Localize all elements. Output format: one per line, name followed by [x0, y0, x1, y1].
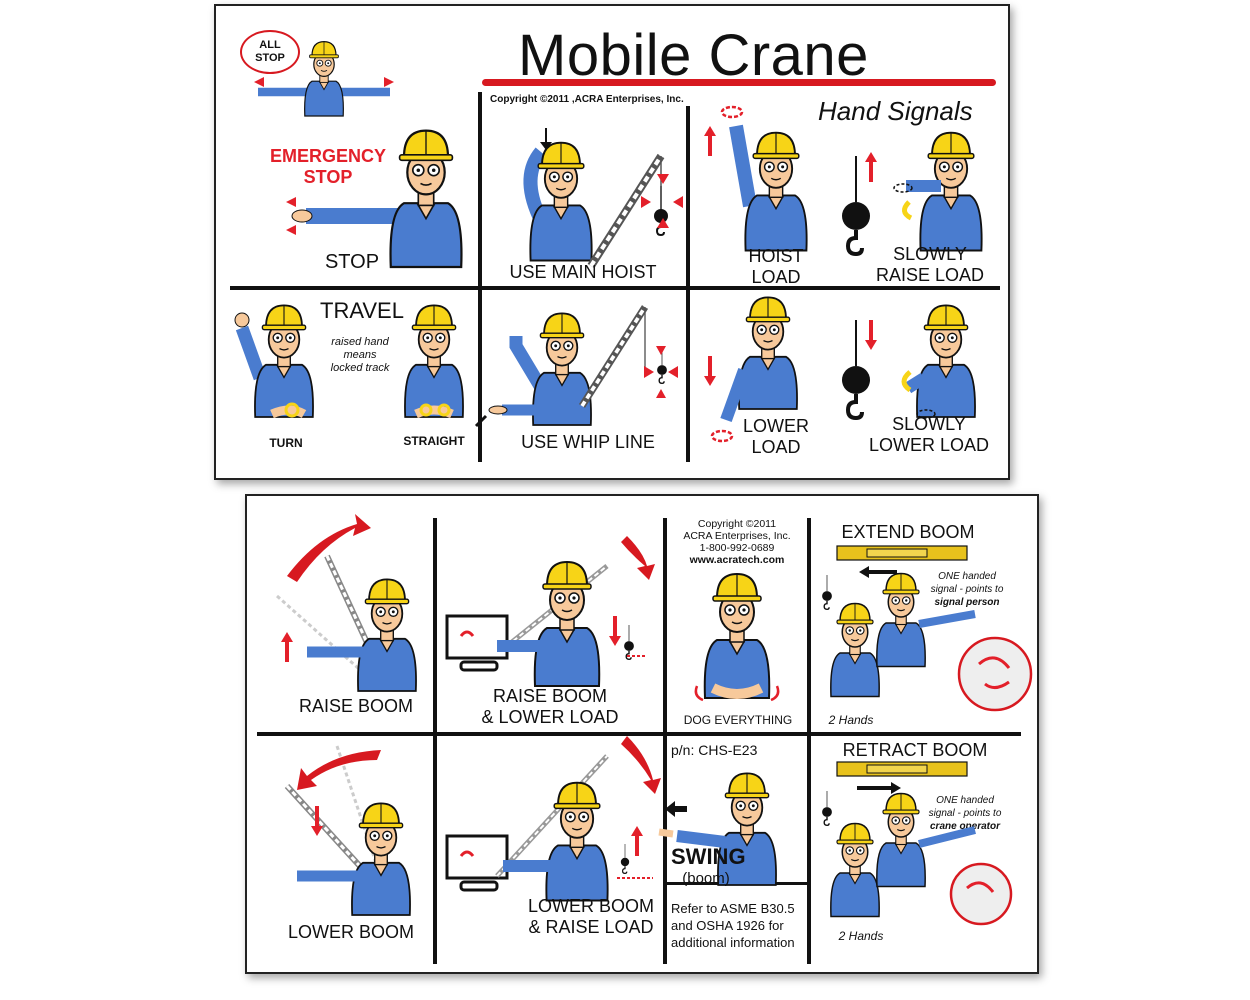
divider-vertical-b1: [433, 518, 437, 964]
lower-boom-raise-load-worker-icon: [495, 736, 661, 902]
telescopic-boom-icon: [821, 545, 968, 610]
travel-label: TRAVEL: [320, 298, 404, 323]
slowly-lower-load-worker-icon: [901, 304, 976, 419]
stop-label: STOP: [324, 251, 380, 273]
lower-load-worker-icon: [704, 296, 798, 443]
divider-vertical-b2: [663, 518, 667, 964]
divider-vertical-b3: [807, 518, 811, 964]
title-underline: [482, 79, 996, 86]
hoist-load-worker-icon: [704, 105, 808, 252]
slowly-raise-load-worker-icon: [893, 131, 983, 252]
emergency-stop-worker-icon: [254, 40, 394, 117]
lower-boom-icon: [284, 745, 411, 916]
lower-boom-label: LOWER BOOM: [287, 922, 414, 942]
turn-label: TURN: [269, 436, 303, 450]
stop-worker-icon: [286, 129, 463, 269]
lower-load-hook-icon: [840, 318, 877, 420]
whip-line-worker-icon: [474, 326, 678, 428]
top-card: Mobile Crane Hand Signals Copyright ©201…: [214, 4, 1010, 480]
raise-boom-label: RAISE BOOM: [298, 696, 414, 716]
extend-boom-label: EXTEND BOOM: [841, 522, 975, 542]
hoist-load-hook-icon: [840, 152, 877, 256]
travel-turn-worker-icon: [234, 304, 314, 419]
divider-vertical-2: [686, 106, 690, 462]
use-whip-line-label: USE WHIP LINE: [521, 432, 655, 452]
copyright-text: Copyright ©2011 ,ACRA Enterprises, Inc.: [490, 94, 684, 105]
monitor-icon-2: [445, 834, 509, 892]
raise-boom-lower-load-worker-icon: [497, 536, 655, 687]
raise-boom-lower-load-label: RAISE BOOM& LOWER LOAD: [481, 686, 619, 727]
divider-horizontal-bottom: [257, 732, 1021, 736]
monitor-icon: [445, 614, 509, 672]
divider-horizontal: [230, 286, 1000, 290]
dog-everything-worker-icon: [694, 573, 780, 702]
retract-two-hands-label: 2 Hands: [838, 929, 884, 943]
swing-worker-icon: [658, 772, 777, 886]
swing-label: SWING: [671, 844, 746, 869]
travel-straight-worker-icon: [404, 304, 464, 419]
bottom-card: RAISE BOOM RAISE BOOM& LOWER LOAD Copyri…: [245, 494, 1039, 974]
part-number: p/n: CHS-E23: [671, 742, 758, 758]
retract-boom-worker-icon: [830, 792, 1013, 926]
page-title: Mobile Crane: [518, 23, 869, 88]
lower-boom-raise-load-label: LOWER BOOM& RAISE LOAD: [527, 896, 654, 937]
use-main-hoist-label: USE MAIN HOIST: [509, 262, 657, 282]
retract-boom-label: RETRACT BOOM: [842, 740, 988, 760]
dog-everything-label: DOG EVERYTHING: [683, 713, 793, 727]
page-subtitle: Hand Signals: [818, 96, 973, 126]
extend-boom-worker-icon: [830, 572, 1033, 712]
copyright-block: Copyright ©2011 ACRA Enterprises, Inc. 1…: [683, 518, 791, 566]
divider-vertical-1: [478, 92, 482, 462]
extend-two-hands-label: 2 Hands: [828, 713, 874, 727]
telescopic-boom-icon-2: [821, 761, 968, 826]
raise-boom-icon: [276, 514, 417, 692]
swing-sub-label: (boom): [682, 870, 730, 887]
main-hoist-worker-icon: [523, 128, 683, 157]
straight-label: STRAIGHT: [403, 434, 465, 448]
